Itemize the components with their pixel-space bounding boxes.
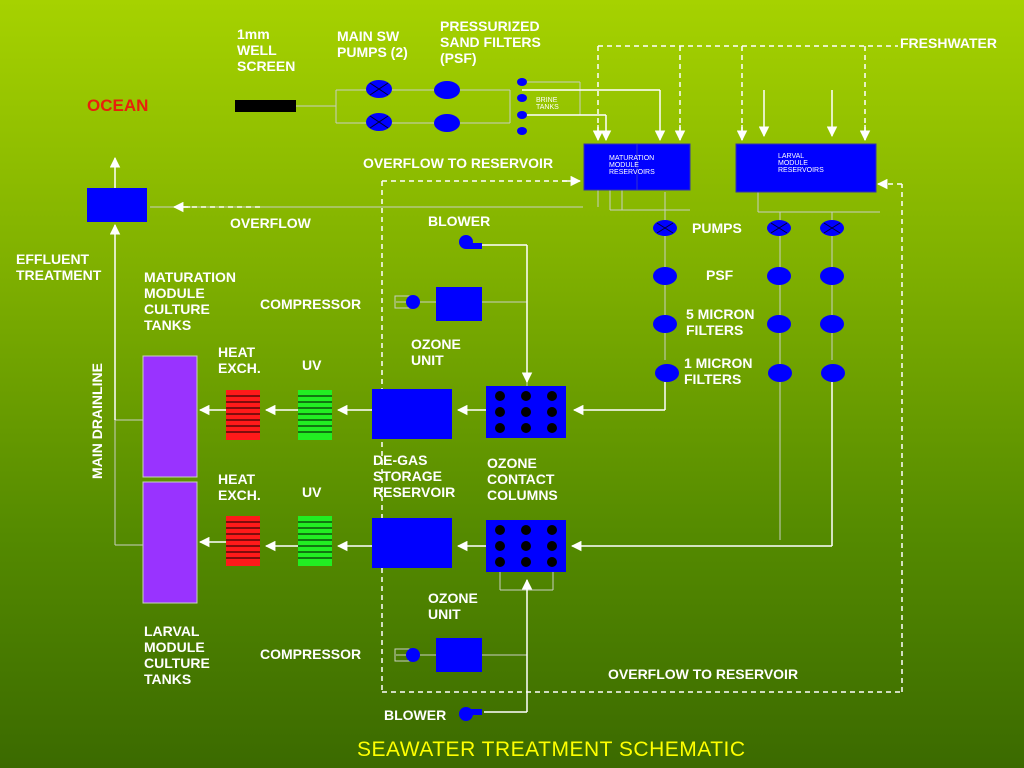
heat-exch-bottom-label: HEAT EXCH. — [218, 471, 261, 503]
compressor-top-label: COMPRESSOR — [260, 296, 362, 312]
blower-top — [459, 235, 482, 249]
dashed-lines — [176, 45, 903, 693]
ozone-unit-bottom — [436, 638, 482, 672]
larval-reservoirs-label: LARVAL MODULE RESERVOIRS — [778, 153, 824, 174]
pumps-label: PUMPS — [692, 220, 742, 236]
ozone-unit-top-label: OZONE UNIT — [411, 336, 461, 368]
five-micron-filters — [653, 315, 844, 333]
ozone-columns-label: OZONE CONTACT COLUMNS — [487, 455, 558, 503]
ozone-unit-bottom-label: OZONE UNIT — [428, 590, 478, 622]
effluent-treatment-box — [87, 188, 147, 222]
compressor-bottom — [394, 648, 420, 662]
compressor-bottom-label: COMPRESSOR — [260, 646, 362, 662]
sand-filters-label: PRESSURIZED SAND FILTERS (PSF) — [440, 18, 541, 66]
uv-bottom-label: UV — [302, 484, 322, 500]
well-screen-label: 1mm WELL SCREEN — [237, 26, 296, 74]
larval-culture-tank — [142, 481, 198, 604]
degas-reservoir-bottom — [372, 518, 452, 568]
ozone-unit-top — [436, 287, 482, 321]
ozone-contact-columns-top — [486, 386, 566, 438]
compressor-top — [394, 295, 420, 309]
psf-filters — [653, 267, 844, 285]
heat-exch-top-label: HEAT EXCH. — [218, 344, 261, 376]
blower-bottom — [459, 707, 482, 721]
treatment-pumps — [653, 220, 844, 236]
overflow-reservoir-top-label: OVERFLOW TO RESERVOIR — [363, 155, 554, 171]
brine-tanks-label: BRINE TANKS — [536, 97, 559, 111]
uv-top-label: UV — [302, 357, 322, 373]
overflow-label: OVERFLOW — [230, 215, 311, 231]
sand-filter-icon — [434, 81, 460, 99]
psf-label: PSF — [706, 267, 734, 283]
blower-bottom-label: BLOWER — [384, 707, 447, 723]
sand-filter-icon — [434, 114, 460, 132]
schematic-title: SEAWATER TREATMENT SCHEMATIC — [357, 738, 746, 761]
uv-unit-bottom — [298, 516, 332, 566]
flow-arrows — [109, 89, 888, 713]
degas-label: DE-GAS STORAGE RESERVOIR — [373, 452, 456, 500]
freshwater-label: FRESHWATER — [900, 35, 997, 51]
ozone-contact-columns-bottom — [486, 520, 566, 572]
uv-unit-top — [298, 390, 332, 440]
brine-tanks — [517, 78, 527, 135]
degas-reservoir-top — [372, 389, 452, 439]
maturation-reservoirs-label: MATURATION MODULE RESERVOIRS — [609, 155, 655, 176]
effluent-treatment-label: EFFLUENT TREATMENT — [16, 251, 102, 283]
heat-exchanger-top — [226, 390, 260, 440]
main-drainline-label: MAIN DRAINLINE — [89, 363, 105, 479]
ocean-label: OCEAN — [87, 96, 149, 115]
maturation-tanks-label: MATURATION MODULE CULTURE TANKS — [144, 269, 237, 333]
well-screen — [235, 100, 296, 112]
blower-top-label: BLOWER — [428, 213, 491, 229]
main-sw-pumps — [366, 80, 392, 131]
main-pumps-label: MAIN SW PUMPS (2) — [337, 28, 408, 60]
maturation-culture-tank — [142, 355, 198, 478]
larval-tanks-label: LARVAL MODULE CULTURE TANKS — [144, 623, 210, 687]
one-micron-label: 1 MICRON FILTERS — [684, 355, 753, 387]
heat-exchanger-bottom — [226, 516, 260, 566]
one-micron-filters — [655, 364, 845, 382]
five-micron-label: 5 MICRON FILTERS — [686, 306, 755, 338]
larval-module-reservoirs — [735, 143, 877, 193]
overflow-reservoir-bottom-label: OVERFLOW TO RESERVOIR — [608, 666, 799, 682]
